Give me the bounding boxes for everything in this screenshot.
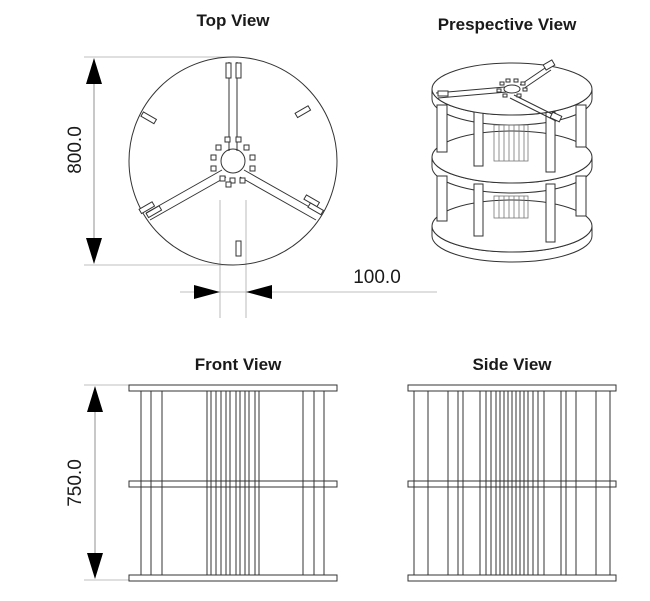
perspective-hub — [503, 84, 521, 94]
perspective-bottom-disc — [431, 199, 593, 253]
top-view: Top View 800.0 100.0 — [65, 11, 437, 318]
perspective-top-disc — [431, 62, 593, 116]
width-label: 100.0 — [353, 267, 401, 288]
front-view: Front View 750.0 — [65, 355, 338, 582]
front-view-title: Front View — [195, 355, 282, 374]
side-shelf-bottom — [407, 574, 617, 582]
side-shelf-top — [407, 384, 617, 392]
perspective-hub-slots — [496, 78, 528, 98]
hub-slots — [210, 136, 256, 188]
front-shelf-top — [128, 384, 338, 392]
front-uprights — [140, 391, 325, 575]
width-arrow-left — [194, 285, 220, 299]
height-arrow-bottom — [87, 553, 103, 579]
width-arrow-right — [246, 285, 272, 299]
front-shelf-bottom — [128, 574, 338, 582]
diameter-label: 800.0 — [65, 126, 86, 174]
front-shelf-middle — [128, 480, 338, 488]
perspective-view-title: Prespective View — [438, 15, 577, 34]
diameter-arrow-top — [86, 58, 102, 84]
perspective-inner-fins-upper — [493, 124, 529, 162]
top-disc — [128, 56, 338, 266]
perspective-legs-lower — [436, 175, 587, 243]
arm-lower-right — [239, 169, 321, 221]
top-view-title: Top View — [196, 11, 270, 30]
side-view: Side View — [407, 355, 617, 582]
perspective-legs-upper — [436, 104, 587, 173]
height-arrow-top — [87, 386, 103, 412]
diameter-arrow-bottom — [86, 238, 102, 264]
side-view-title: Side View — [472, 355, 552, 374]
rim-slots — [138, 62, 325, 257]
perspective-inner-fins-lower — [493, 195, 529, 219]
perspective-view: Prespective View — [431, 15, 593, 263]
perspective-middle-disc — [431, 130, 593, 184]
hub-circle — [220, 148, 246, 174]
height-label: 750.0 — [65, 459, 86, 507]
side-uprights — [413, 391, 611, 575]
